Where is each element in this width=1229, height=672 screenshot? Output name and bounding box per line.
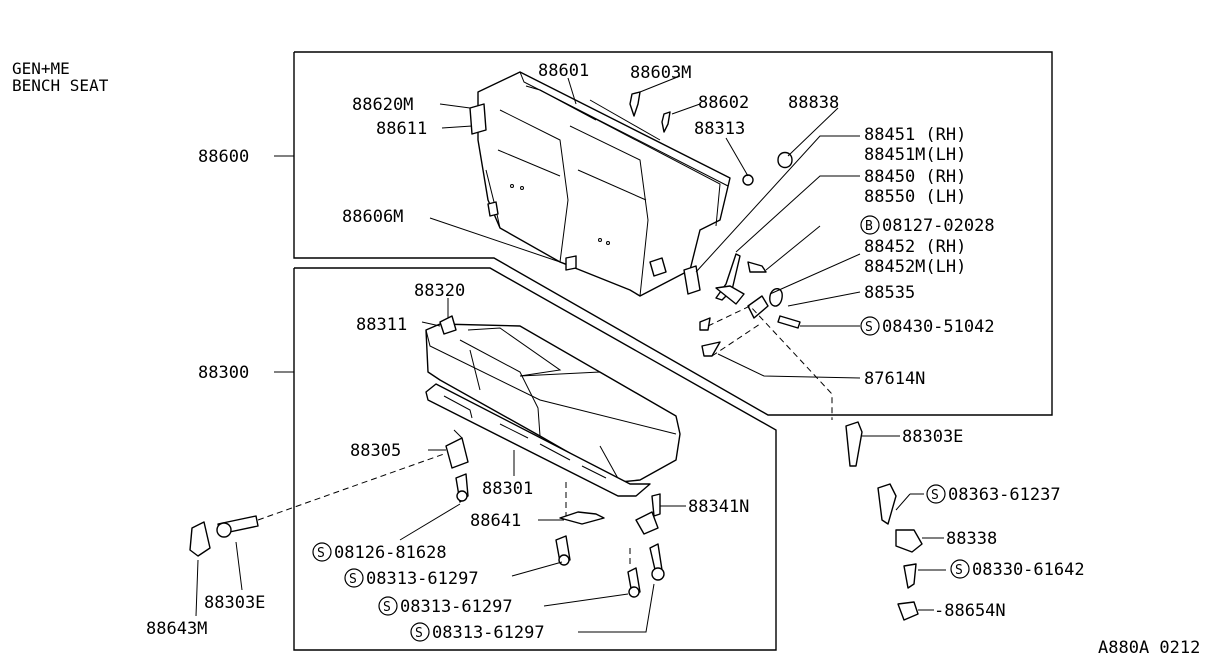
- label-08126: 08126-81628: [334, 543, 447, 563]
- label-08313a: 08313-61297: [366, 569, 479, 589]
- part-labels: 88601 88603M 88620M 88602 88838 88611 88…: [146, 61, 1085, 643]
- label-88311: 88311: [356, 315, 407, 335]
- label-88600: 88600: [198, 147, 249, 167]
- label-88620M: 88620M: [352, 95, 413, 115]
- label-08330: 08330-61642: [972, 560, 1085, 580]
- label-88305: 88305: [350, 441, 401, 461]
- phantom-line-latch: [707, 305, 833, 420]
- cushion-hardware: [445, 429, 665, 598]
- header-line-1: GEN+ME: [12, 59, 70, 78]
- label-88300: 88300: [198, 363, 249, 383]
- label-88641: 88641: [470, 511, 521, 531]
- label-08430: 08430-51042: [882, 317, 995, 337]
- cushion-illustration: [425, 315, 681, 483]
- s-prefix-letter-08126: S: [317, 546, 325, 561]
- s-prefix-letter-08363: S: [931, 488, 939, 503]
- label-88301: 88301: [482, 479, 533, 499]
- label-88303E-left: 88303E: [204, 593, 265, 613]
- s-prefix-letter-08430: S: [865, 320, 873, 335]
- right-small-parts: [845, 421, 923, 621]
- left-small-parts: [189, 453, 445, 557]
- label-88601: 88601: [538, 61, 589, 81]
- label-08313b: 08313-61297: [400, 597, 513, 617]
- label-87614N: 87614N: [864, 369, 925, 389]
- s-prefix-marker-08313b: [378, 596, 398, 616]
- label-88303E-right: 88303E: [902, 427, 963, 447]
- s-prefix-marker-08313a: [344, 568, 364, 588]
- label-88451M: 88451M(LH): [864, 145, 966, 165]
- label-88838: 88838: [788, 93, 839, 113]
- label-88603M: 88603M: [630, 63, 691, 83]
- s-prefix-letter-08313a: S: [349, 572, 357, 587]
- label-08363: 08363-61237: [948, 485, 1061, 505]
- diagram-code: A880A 0212: [1098, 638, 1200, 658]
- label-88602: 88602: [698, 93, 749, 113]
- label-88341N: 88341N: [688, 497, 749, 517]
- leader-lines: [195, 75, 946, 633]
- label-08127: 08127-02028: [882, 216, 995, 236]
- cushion-pan: [425, 383, 651, 497]
- label-08313c: 08313-61297: [432, 623, 545, 643]
- s-prefix-letter-08330: S: [955, 563, 963, 578]
- label-88643M: 88643M: [146, 619, 207, 639]
- label-88452M: 88452M(LH): [864, 257, 966, 277]
- seatback-illustration: [469, 71, 731, 297]
- label-88654N: -88654N: [934, 601, 1006, 621]
- label-88450: 88450 (RH): [864, 167, 966, 187]
- phantom-line-hook: [711, 323, 761, 357]
- label-88338: 88338: [946, 529, 997, 549]
- s-prefix-letter-08313b: S: [383, 600, 391, 615]
- s-prefix-letter-08313c: S: [415, 626, 423, 641]
- label-88535: 88535: [864, 283, 915, 303]
- label-88550: 88550 (LH): [864, 187, 966, 207]
- label-88606M: 88606M: [342, 207, 403, 227]
- label-88451: 88451 (RH): [864, 125, 966, 145]
- s-prefix-marker-08430: [860, 316, 880, 336]
- cushion-frame: [293, 267, 777, 651]
- s-prefix-marker-08126: [312, 542, 332, 562]
- label-88452: 88452 (RH): [864, 237, 966, 257]
- label-88320: 88320: [414, 281, 465, 301]
- label-88611: 88611: [376, 119, 427, 139]
- s-prefix-marker-08363: [926, 484, 946, 504]
- header-line-2: BENCH SEAT: [12, 76, 109, 95]
- label-88313: 88313: [694, 119, 745, 139]
- b-prefix-letter: B: [865, 219, 873, 234]
- seatback-frame: [293, 51, 1053, 416]
- b-prefix-marker: [860, 215, 880, 235]
- upper-small-parts: [629, 91, 801, 357]
- s-prefix-marker-08313c: [410, 622, 430, 642]
- s-prefix-marker-08330: [950, 559, 970, 579]
